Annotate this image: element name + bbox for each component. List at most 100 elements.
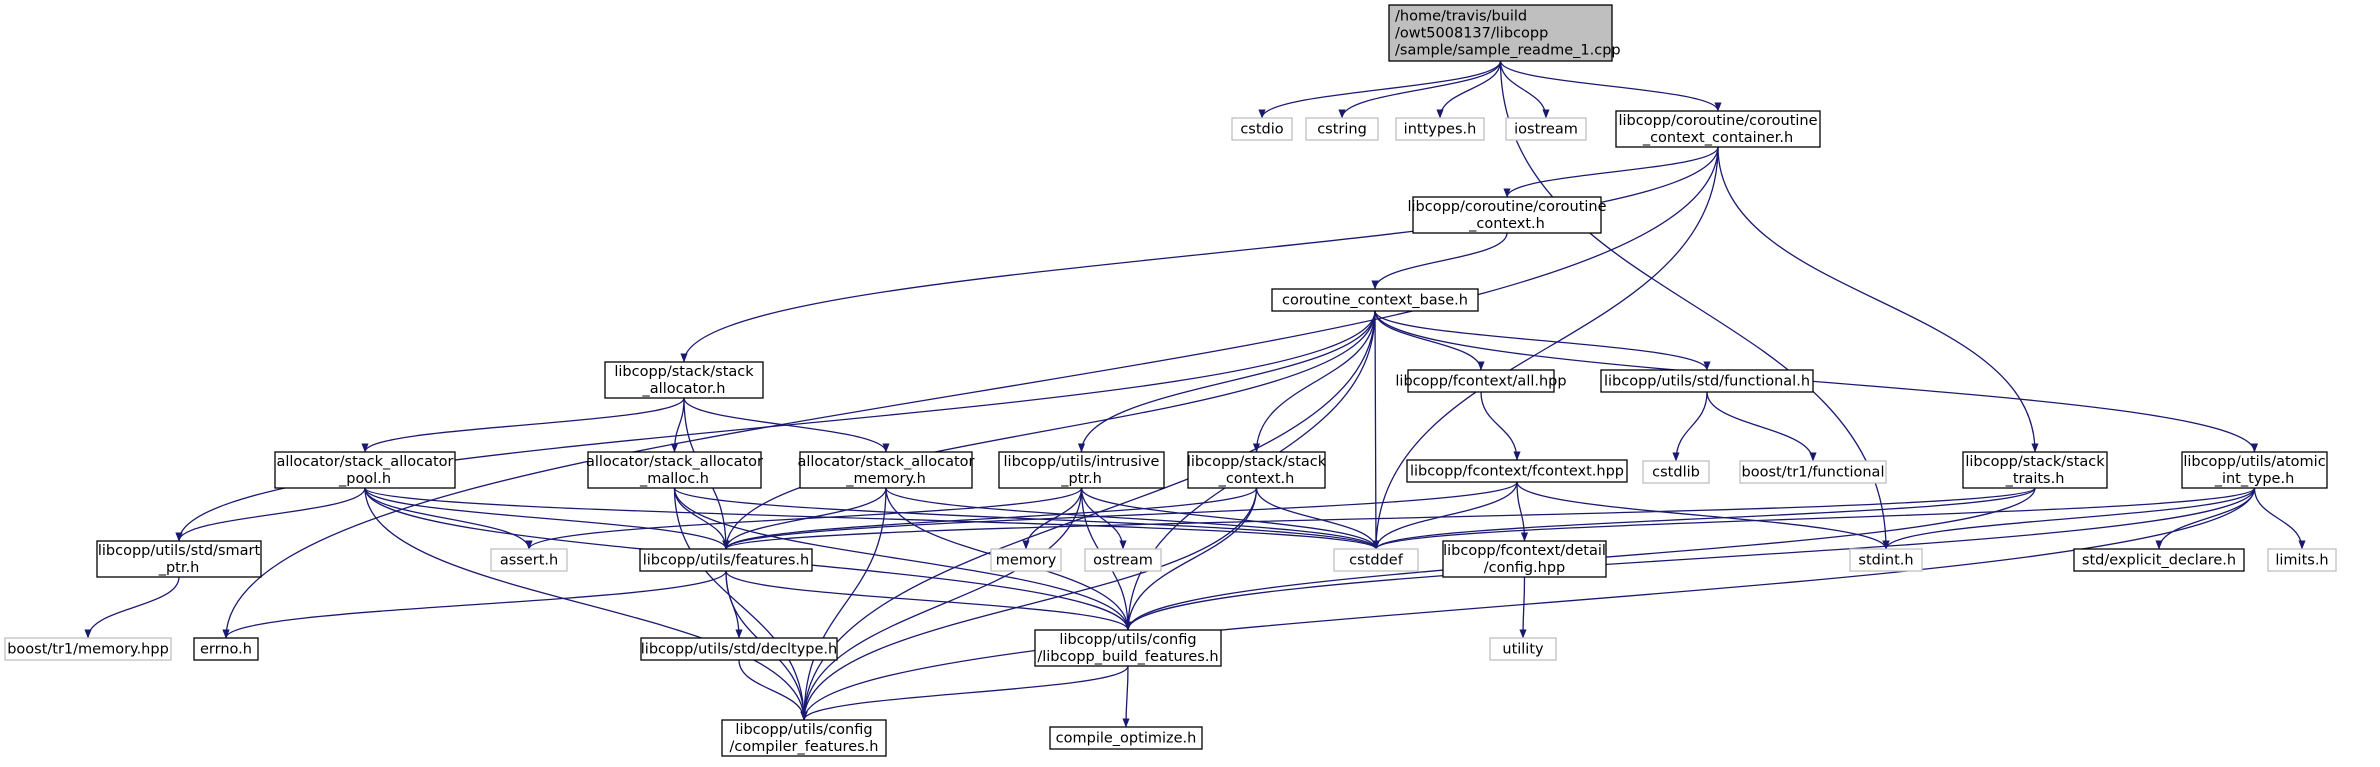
node-stackctx[interactable]: libcopp/stack/stack_context.h xyxy=(1187,451,1327,489)
node-label: std/explicit_declare.h xyxy=(2082,553,2236,569)
edge-malloc-to-buildfeat xyxy=(673,487,1132,631)
node-box xyxy=(1739,460,1887,484)
node-box xyxy=(1600,369,1814,393)
node-explicitdecl[interactable]: std/explicit_declare.h xyxy=(2073,548,2245,572)
node-pool[interactable]: allocator/stack_allocator_pool.h xyxy=(274,451,456,489)
edge-ctxbase-to-atomic xyxy=(1374,310,2258,453)
edge-fcontexthpp-to-features xyxy=(722,481,1518,550)
node-box xyxy=(1412,196,1602,234)
edge-stackctx-to-cstddef xyxy=(1255,487,1380,550)
node-label: allocator/stack_allocator xyxy=(797,454,974,470)
node-label: libcopp/utils/std/functional.h xyxy=(1604,374,1810,390)
edge-stackctx-to-features xyxy=(722,487,1258,550)
nodes-layer: /home/travis/build/owt5008137/libcopp/sa… xyxy=(4,4,2337,757)
edge-smartptr-to-boostmem xyxy=(84,576,180,639)
node-decltype[interactable]: libcopp/utils/std/decltype.h xyxy=(640,637,838,661)
node-cstdlib[interactable]: cstdlib xyxy=(1642,460,1710,484)
node-label: libcopp/utils/config xyxy=(735,722,872,738)
edge-stackalloc-to-pool xyxy=(361,397,685,453)
node-label: libcopp/utils/intrusive xyxy=(1004,454,1160,470)
node-label: libcopp/utils/atomic xyxy=(2183,454,2325,470)
node-box xyxy=(1442,540,1607,578)
edges-layer xyxy=(84,60,2306,728)
node-stackalloc[interactable]: libcopp/stack/stack_allocator.h xyxy=(604,361,764,399)
edge-features-to-errno xyxy=(222,570,727,639)
node-root[interactable]: /home/travis/build/owt5008137/libcopp/sa… xyxy=(1388,4,1621,62)
node-boostmem[interactable]: boost/tr1/memory.hpp xyxy=(4,637,172,661)
edge-fctxall-to-fcontexthpp xyxy=(1480,391,1521,461)
node-label: boost/tr1/functional xyxy=(1742,465,1885,481)
node-memoryh[interactable]: allocator/stack_allocator_memory.h xyxy=(797,451,975,489)
node-smartptr[interactable]: libcopp/utils/std/smart_ptr.h xyxy=(96,540,262,578)
node-label: coroutine_context_base.h xyxy=(1282,293,1468,309)
node-box xyxy=(2267,548,2337,572)
node-buildfeat[interactable]: libcopp/utils/config/libcopp_build_featu… xyxy=(1034,629,1222,667)
node-label: libcopp/fcontext/fcontext.hpp xyxy=(1410,464,1624,480)
node-utility[interactable]: utility xyxy=(1489,637,1557,661)
edge-fcontexthpp-to-stdint xyxy=(1516,481,1890,550)
node-box xyxy=(639,548,813,572)
node-inttypes[interactable]: inttypes.h xyxy=(1395,117,1485,141)
edge-decltype-to-compilerfeat xyxy=(738,659,808,721)
node-stacktraits[interactable]: libcopp/stack/stack_traits.h xyxy=(1962,451,2108,489)
node-compileopt[interactable]: compile_optimize.h xyxy=(1049,726,1203,750)
node-box xyxy=(1231,117,1293,141)
node-box xyxy=(1962,451,2108,489)
node-box xyxy=(640,637,838,661)
node-fcontexthpp[interactable]: libcopp/fcontext/fcontext.hpp xyxy=(1406,459,1628,483)
edge-pool-to-compilerfeat xyxy=(364,487,808,721)
edge-root-to-stdint xyxy=(1499,60,1890,550)
node-cstring[interactable]: cstring xyxy=(1305,117,1379,141)
node-intrusive[interactable]: libcopp/utils/intrusive_ptr.h xyxy=(998,451,1165,489)
node-functional[interactable]: libcopp/utils/std/functional.h xyxy=(1600,369,1814,393)
edge-ctxbase-to-cstddef xyxy=(1372,310,1380,550)
node-label: _memory.h xyxy=(845,471,926,487)
edge-ctxbase-to-stackctx xyxy=(1252,310,1376,453)
node-ctxbase[interactable]: coroutine_context_base.h xyxy=(1271,288,1479,312)
node-label: libcopp/coroutine/coroutine xyxy=(1618,113,1817,129)
edge-ctxbase-to-fctxall xyxy=(1374,310,1485,371)
node-ostream[interactable]: ostream xyxy=(1084,548,1162,572)
node-stdint[interactable]: stdint.h xyxy=(1849,548,1923,572)
node-label: memory xyxy=(996,553,1057,569)
node-label: boost/tr1/memory.hpp xyxy=(7,642,169,658)
node-compilerfeat[interactable]: libcopp/utils/config/compiler_features.h xyxy=(721,719,887,757)
node-memory[interactable]: memory xyxy=(990,548,1062,572)
node-label: _pool.h xyxy=(338,471,391,487)
node-label: cstdlib xyxy=(1652,465,1700,481)
node-errno[interactable]: errno.h xyxy=(193,637,259,661)
node-box xyxy=(1615,110,1821,148)
edge-intrusive-to-compilerfeat xyxy=(800,487,1083,721)
node-box xyxy=(1084,548,1162,572)
node-label: libcopp/coroutine/coroutine xyxy=(1407,199,1606,215)
node-boostfunc[interactable]: boost/tr1/functional xyxy=(1739,460,1887,484)
node-ctxcontainer[interactable]: libcopp/coroutine/coroutine_context_cont… xyxy=(1615,110,1821,148)
node-label: cstddef xyxy=(1349,553,1404,569)
edge-fcontexthpp-to-detailconfig xyxy=(1516,481,1529,542)
node-atomic[interactable]: libcopp/utils/atomic_int_type.h xyxy=(2181,451,2328,489)
edge-ctx-to-ctxbase xyxy=(1371,232,1508,290)
node-malloc[interactable]: allocator/stack_allocator_malloc.h xyxy=(586,451,763,489)
node-box xyxy=(799,451,973,489)
edge-functional-to-cstdlib xyxy=(1672,391,1708,462)
edge-stackctx-to-compilerfeat xyxy=(800,487,1258,721)
node-asserth[interactable]: assert.h xyxy=(490,548,568,572)
node-detailconfig[interactable]: libcopp/fcontext/detail/config.hpp xyxy=(1442,540,1607,578)
node-label: cstring xyxy=(1317,122,1367,138)
node-limits[interactable]: limits.h xyxy=(2267,548,2337,572)
node-cstddef[interactable]: cstddef xyxy=(1333,548,1419,572)
node-label: _allocator.h xyxy=(642,381,726,397)
node-features[interactable]: libcopp/utils/features.h xyxy=(639,548,813,572)
node-box xyxy=(1333,548,1419,572)
edge-stacktraits-to-features xyxy=(722,487,2036,550)
node-label: libcopp/utils/std/smart xyxy=(98,543,261,559)
node-cstdio[interactable]: cstdio xyxy=(1231,117,1293,141)
node-fctxall[interactable]: libcopp/fcontext/all.hpp xyxy=(1395,369,1567,393)
node-iostream[interactable]: iostream xyxy=(1505,117,1587,141)
edge-ctxcontainer-to-stacktraits xyxy=(1717,146,2039,453)
node-ctx[interactable]: libcopp/coroutine/coroutine_context.h xyxy=(1407,196,1607,234)
edge-pool-to-smartptr xyxy=(175,487,366,542)
edge-atomic-to-buildfeat xyxy=(1124,487,2256,631)
edge-ctxcontainer-to-errno xyxy=(222,146,1719,639)
node-label: ostream xyxy=(1093,553,1153,569)
